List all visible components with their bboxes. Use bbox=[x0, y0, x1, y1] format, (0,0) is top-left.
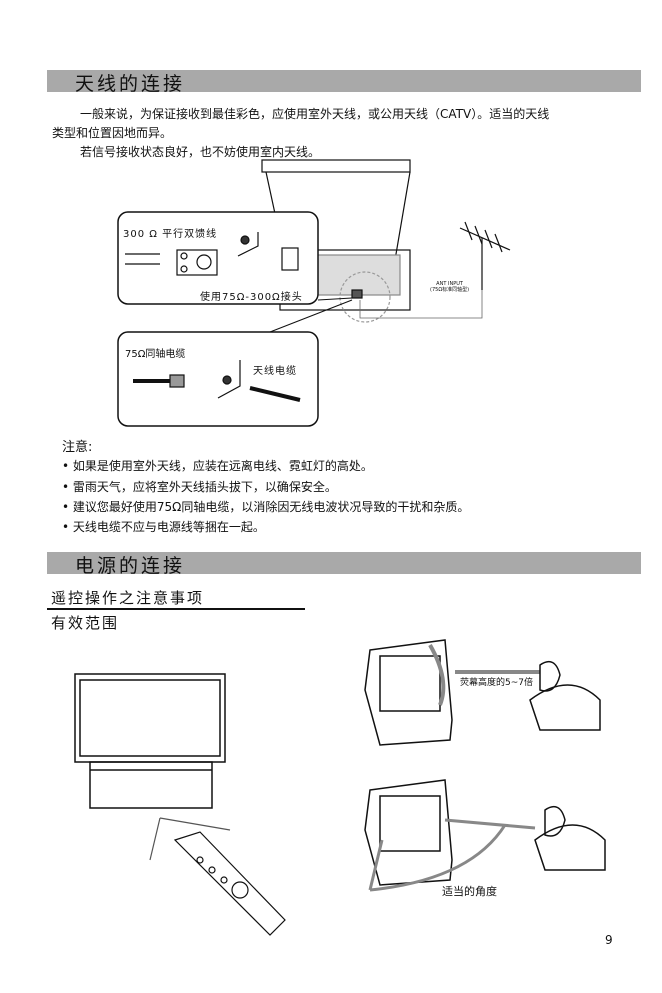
distance-label: 荧幕高度的5~7倍 bbox=[460, 675, 533, 688]
section-title: 天线的连接 bbox=[75, 73, 186, 95]
note-text: 如果是使用室外天线，应装在远离电线、霓虹灯的高处。 bbox=[72, 459, 373, 473]
coax-callout bbox=[117, 331, 319, 427]
section-title: 电源的连接 bbox=[75, 555, 186, 577]
note-text: 建议您最好使用75Ω同轴电缆，以消除因无线电波状况导致的干扰和杂质。 bbox=[72, 500, 470, 514]
viewing-distance-illustration bbox=[364, 639, 601, 746]
front-tv-illustration bbox=[74, 673, 226, 809]
page-number: 9 bbox=[605, 933, 613, 947]
note-item: • 建议您最好使用75Ω同轴电缆，以消除因无线电波状况导致的干扰和杂质。 bbox=[62, 500, 470, 514]
subheading2: 有效范围 bbox=[51, 614, 120, 632]
angle-label: 适当的角度 bbox=[442, 885, 497, 898]
coax-label: 75Ω同轴电缆 bbox=[125, 349, 186, 360]
adapter-label: 使用75Ω-300Ω接头 bbox=[200, 292, 303, 303]
ant-input-text: ANT INPUT bbox=[436, 281, 463, 287]
note-item: • 如果是使用室外天线，应装在远离电线、霓虹灯的高处。 bbox=[62, 459, 373, 473]
ant-input-label: ANT INPUT(75Ω标准同轴型) bbox=[430, 281, 469, 293]
twin-lead-label: 300 Ω 平行双馈线 bbox=[123, 229, 218, 240]
antenna-cable-label: 天线电缆 bbox=[253, 366, 297, 377]
ant-input-sub: (75Ω标准同轴型) bbox=[430, 287, 470, 293]
remote-control-illustration bbox=[149, 817, 286, 936]
twin-lead-callout bbox=[117, 211, 319, 305]
note-text: 雷雨天气，应将室外天线插头拔下，以确保安全。 bbox=[72, 480, 337, 494]
subheading-underline bbox=[47, 608, 305, 610]
paragraph-line: 类型和位置因地而异。 bbox=[52, 126, 173, 140]
antenna-illustration bbox=[359, 221, 511, 319]
viewing-angle-illustration bbox=[364, 779, 606, 892]
note-text: 天线电缆不应与电源线等捆在一起。 bbox=[72, 520, 265, 534]
section-header-power: 电源的连接 bbox=[47, 552, 641, 577]
paragraph-line: 一般来说，为保证接收到最佳彩色，应使用室外天线，或公用天线（CATV）。适当的天… bbox=[80, 107, 550, 121]
section-header-antenna: 天线的连接 bbox=[47, 70, 641, 95]
paragraph: 若信号接收状态良好，也不妨使用室内天线。 bbox=[80, 145, 321, 159]
notes-title: 注意: bbox=[62, 440, 93, 455]
note-item: • 雷雨天气，应将室外天线插头拔下，以确保安全。 bbox=[62, 480, 337, 494]
note-item: • 天线电缆不应与电源线等捆在一起。 bbox=[62, 520, 265, 534]
subheading: 遥控操作之注意事项 bbox=[51, 589, 205, 607]
